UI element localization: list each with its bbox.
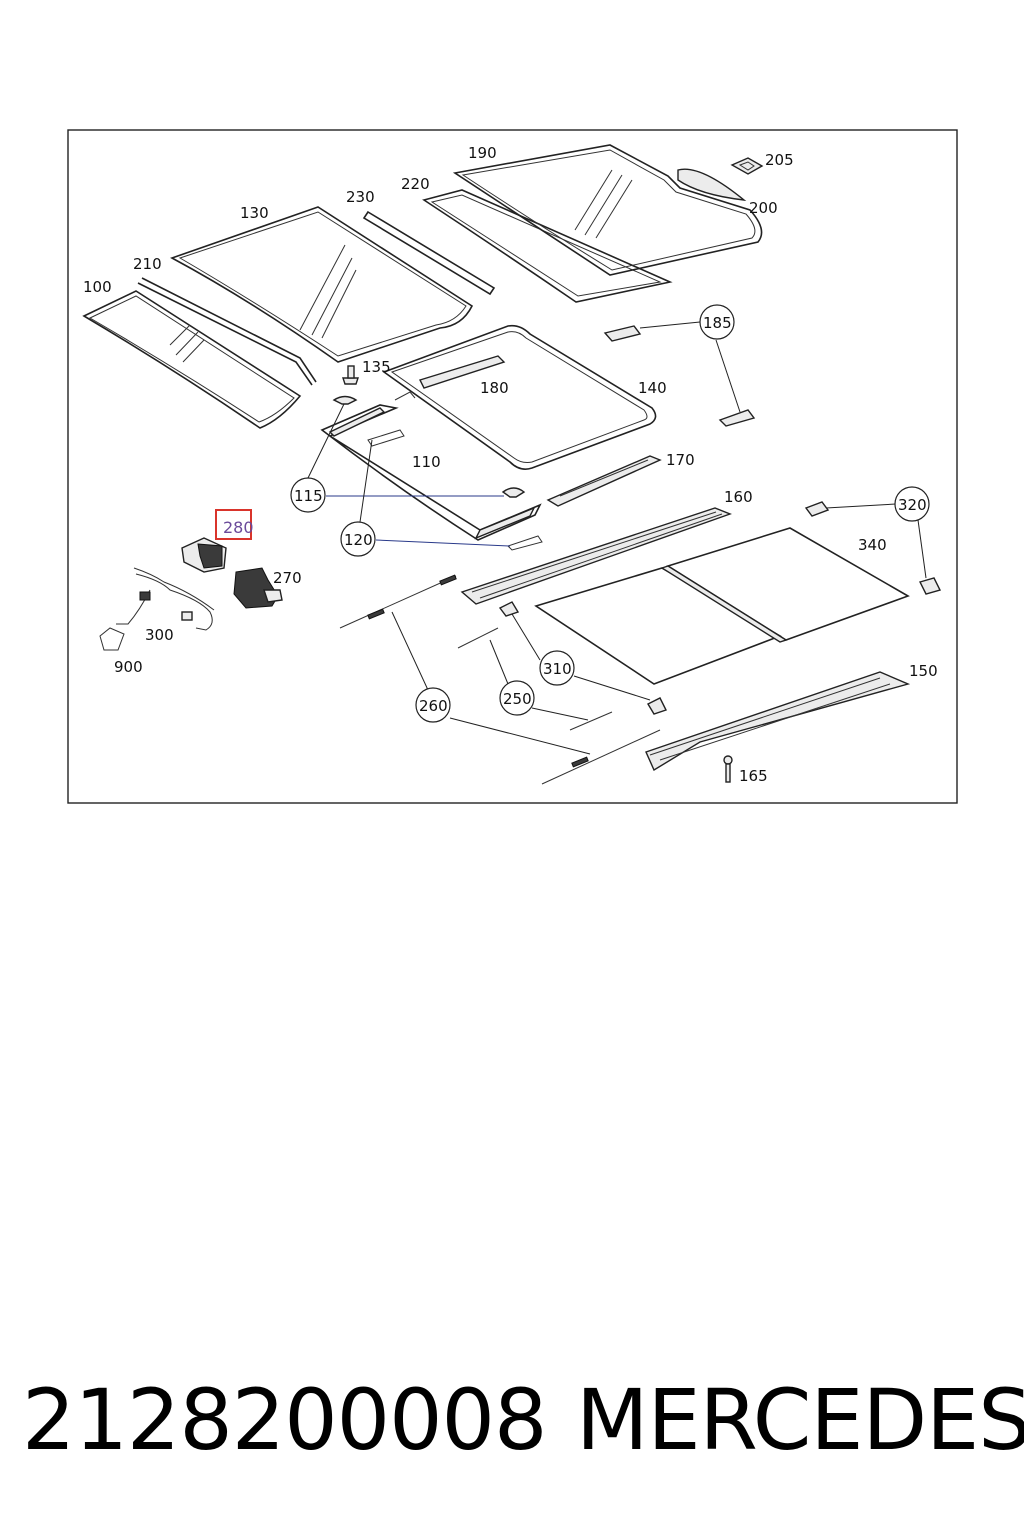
part-210-seal[interactable]: [137, 277, 317, 386]
part-310-clip[interactable]: [498, 601, 667, 715]
part-number: 2128200008: [22, 1371, 547, 1469]
callout-185[interactable]: 185: [699, 304, 735, 340]
part-900-connector[interactable]: [99, 627, 125, 651]
part-160-rail[interactable]: [460, 507, 732, 605]
part-150-side-rail[interactable]: [645, 671, 911, 772]
part-100-glass-panel[interactable]: [82, 290, 302, 429]
callout-310[interactable]: 310: [539, 650, 575, 686]
footer: 2128200008 MERCEDES: [0, 1360, 1024, 1480]
callout-120[interactable]: 120: [340, 521, 376, 557]
part-250-cable[interactable]: [457, 627, 613, 731]
label-320: 320: [898, 496, 927, 514]
label-250: 250: [503, 690, 532, 708]
part-220-seal[interactable]: [422, 189, 673, 303]
label-270: 270: [273, 569, 302, 587]
parts-diagram: 100 210 130 230 220 190 205 200 135 180 …: [67, 129, 958, 804]
part-165-screw[interactable]: [723, 755, 733, 783]
label-205: 205: [765, 151, 794, 169]
part-280-motor[interactable]: [181, 537, 227, 573]
part-130-glass-panel[interactable]: [170, 206, 474, 363]
part-260-drive-cable[interactable]: [339, 574, 661, 785]
label-180: 180: [480, 379, 509, 397]
part-140-frame-seal[interactable]: [382, 324, 657, 470]
callout-250[interactable]: 250: [499, 680, 535, 716]
callout-260[interactable]: 260: [415, 687, 451, 723]
label-170: 170: [666, 451, 695, 469]
part-320-guide[interactable]: [804, 501, 942, 595]
label-900: 900: [114, 658, 143, 676]
part-300-wiring-harness[interactable]: [116, 567, 215, 631]
label-220: 220: [401, 175, 430, 193]
part-190-glass-panel[interactable]: [452, 144, 763, 276]
part-110-frame[interactable]: [320, 391, 542, 541]
part-340-roller-blind[interactable]: [534, 527, 910, 685]
label-100: 100: [83, 278, 112, 296]
part-180-deflector[interactable]: [419, 355, 506, 389]
label-140: 140: [638, 379, 667, 397]
label-190: 190: [468, 144, 497, 162]
label-300: 300: [145, 626, 174, 644]
callout-320[interactable]: 320: [894, 486, 930, 522]
callout-115[interactable]: 115: [290, 477, 326, 513]
part-170-deflector[interactable]: [546, 455, 662, 507]
part-120-clip[interactable]: [367, 429, 543, 551]
label-230: 230: [346, 188, 375, 206]
label-160: 160: [724, 488, 753, 506]
label-165: 165: [739, 767, 768, 785]
label-210: 210: [133, 255, 162, 273]
part-270-motor[interactable]: [233, 567, 283, 609]
label-150: 150: [909, 662, 938, 680]
label-115: 115: [294, 487, 323, 505]
brand-name: MERCEDES: [576, 1371, 1024, 1469]
label-200: 200: [749, 199, 778, 217]
part-230-strip[interactable]: [362, 210, 496, 296]
label-185: 185: [703, 314, 732, 332]
label-110: 110: [412, 453, 441, 471]
part-185-bracket[interactable]: [603, 325, 756, 427]
leader-lines: [307, 321, 927, 755]
part-205-clip[interactable]: [730, 157, 764, 175]
highlight-box-280: [215, 509, 252, 540]
part-200-trim[interactable]: [677, 168, 747, 201]
part-115-bumper[interactable]: [332, 395, 526, 498]
label-135: 135: [362, 358, 391, 376]
label-340: 340: [858, 536, 887, 554]
label-130: 130: [240, 204, 269, 222]
diagram-frame: [67, 129, 958, 804]
label-260: 260: [419, 697, 448, 715]
part-135-fastener[interactable]: [342, 365, 359, 385]
label-280[interactable]: 280: [223, 518, 254, 537]
label-120: 120: [344, 531, 373, 549]
label-310: 310: [543, 660, 572, 678]
